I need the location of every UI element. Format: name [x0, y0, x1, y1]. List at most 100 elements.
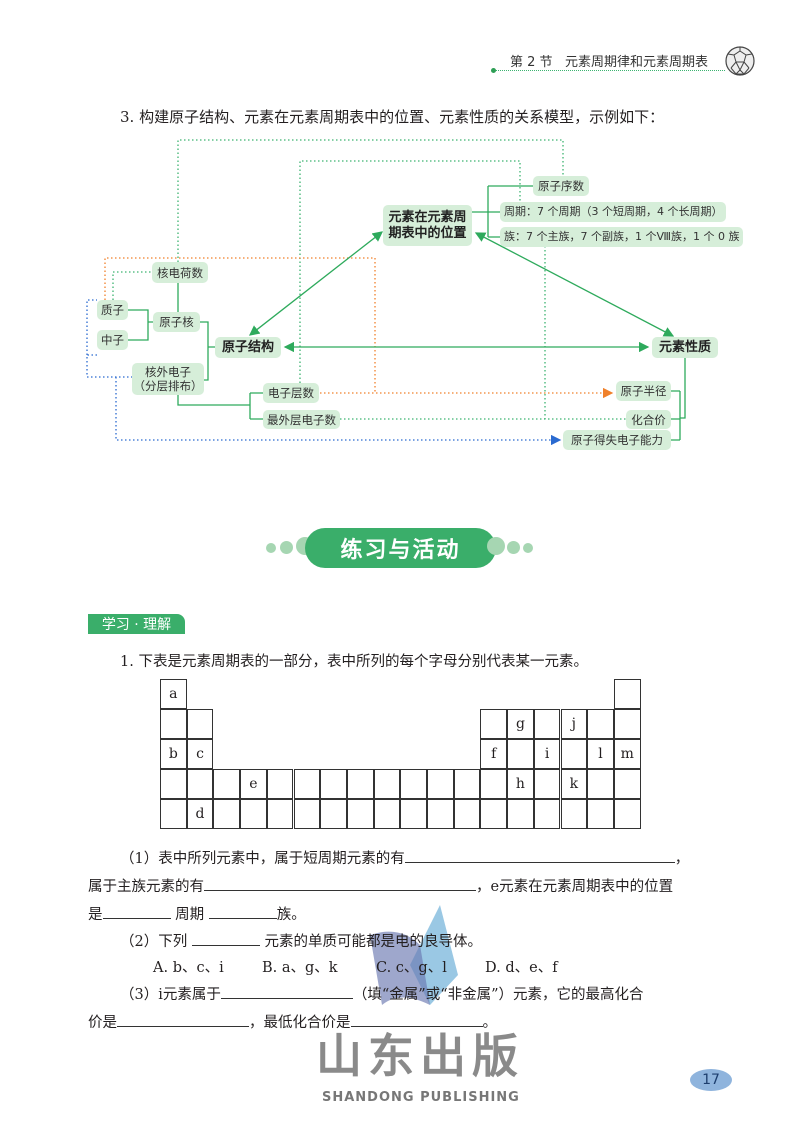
element-cell: [587, 769, 614, 799]
element-cell: [266, 769, 294, 799]
banner-dot: [266, 543, 276, 553]
answer-blank[interactable]: [102, 904, 171, 919]
answer-blank[interactable]: [350, 1012, 483, 1027]
element-cell-f: f: [480, 739, 508, 769]
banner-dot: [280, 541, 293, 554]
option-d[interactable]: D. d、e、f: [485, 960, 558, 976]
element-cell: [160, 799, 187, 829]
banner-dot: [507, 541, 520, 554]
element-cell: [533, 769, 561, 799]
section-banner: 练习与活动: [305, 528, 496, 568]
position-line1: 元素在元素周: [388, 209, 467, 225]
element-cell: [453, 799, 481, 829]
element-cell-i: i: [533, 739, 561, 769]
box-properties: 元素性质: [652, 337, 718, 358]
element-cell: [160, 769, 187, 799]
box-radius: 原子半径: [616, 381, 671, 401]
element-cell: [213, 769, 241, 799]
option-c[interactable]: C. c、g、l: [376, 960, 447, 976]
element-cell: [373, 799, 401, 829]
question-1-part-1b: 属于主族元素的有，e元素在元素周期表中的位置: [88, 875, 673, 896]
element-cell: [320, 799, 347, 829]
text: 周期: [175, 907, 205, 923]
element-cell: [266, 799, 294, 829]
box-atomic-structure: 原子结构: [215, 337, 281, 358]
text: 价是: [88, 1015, 117, 1031]
box-neutron: 中子: [97, 330, 128, 350]
option-a[interactable]: A. b、c、i: [153, 960, 224, 976]
answer-blank[interactable]: [204, 876, 476, 891]
banner-dot: [487, 537, 505, 555]
question-1-part-3a: （3）i元素属于（填“金属”或“非金属”）元素，它的最高化合: [120, 983, 644, 1004]
text: ，e元素在元素周期表中的位置: [476, 879, 674, 895]
element-cell: [613, 709, 641, 739]
element-cell-a: a: [160, 679, 187, 709]
element-cell: [293, 769, 321, 799]
question-1-part-3b: 价是，最低化合价是。: [88, 1011, 497, 1032]
element-cell-g: g: [507, 709, 534, 739]
position-line2: 期表中的位置: [388, 225, 467, 241]
element-cell: [213, 799, 241, 829]
electrons-line1: 核外电子: [145, 365, 191, 379]
element-cell: [240, 799, 267, 829]
tag-rule: [88, 633, 185, 634]
element-cell: [186, 769, 214, 799]
element-cell: [560, 739, 588, 769]
element-cell: [346, 769, 374, 799]
element-cell: [293, 799, 321, 829]
answer-blank[interactable]: [220, 984, 353, 999]
box-position: 元素在元素周期表中的位置: [383, 205, 472, 246]
fullerene-ball-icon: [725, 46, 755, 76]
box-nucleus: 原子核: [153, 312, 200, 332]
text: 族。: [276, 907, 306, 923]
box-period: 周期：7 个周期（3 个短周期，4 个长周期）: [500, 202, 727, 222]
publisher-book-watermark: [370, 905, 458, 1005]
box-atomic-number: 原子序数: [533, 176, 589, 196]
element-cell: [427, 799, 454, 829]
answer-blank[interactable]: [191, 931, 260, 946]
box-proton: 质子: [97, 300, 128, 320]
answer-blank[interactable]: [117, 1012, 249, 1027]
box-valence: 化合价: [626, 410, 671, 429]
element-cell: [533, 799, 561, 829]
element-cell-b: b: [160, 739, 187, 769]
element-cell-h: h: [507, 769, 534, 799]
element-cell-k: k: [560, 769, 588, 799]
element-cell-l: l: [587, 739, 614, 769]
element-cell: [160, 709, 187, 739]
element-cell: [587, 709, 614, 739]
question-1-part-1a: （1）表中所列元素中，属于短周期元素的有 ，: [120, 847, 689, 868]
header-dot: [491, 68, 496, 73]
box-nuclear-charge: 核电荷数: [152, 262, 208, 283]
element-cell: [613, 679, 641, 709]
element-cell: [587, 799, 614, 829]
element-cell: [480, 709, 508, 739]
category-tag: 学习 · 理解: [88, 614, 185, 633]
answer-blank[interactable]: [404, 848, 675, 863]
question-1-part-2: （2）下列 元素的单质可能都是电的良导体。: [120, 930, 482, 951]
option-b[interactable]: B. a、g、k: [262, 960, 338, 976]
intro-text: 3. 构建原子结构、元素在元素周期表中的位置、元素性质的关系模型，示例如下：: [120, 108, 665, 126]
text: ，: [674, 851, 690, 867]
element-cell: [453, 769, 481, 799]
text: （1）表中所列元素中，属于短周期元素的有: [120, 851, 405, 867]
element-cell: [533, 709, 561, 739]
element-cell: [480, 769, 508, 799]
box-outer-electrons: 最外层电子数: [263, 410, 340, 429]
element-cell-j: j: [560, 709, 588, 739]
answer-blank[interactable]: [208, 904, 277, 919]
header-rule: [493, 70, 725, 71]
element-cell: [480, 799, 508, 829]
question-1-stem: 1. 下表是元素周期表的一部分，表中所列的每个字母分别代表某一元素。: [120, 654, 588, 670]
box-shells: 电子层数: [263, 383, 319, 403]
element-cell: [400, 769, 427, 799]
box-electron-ability: 原子得失电子能力: [563, 430, 671, 450]
text: 元素的单质可能都是电的良导体。: [264, 934, 482, 950]
text: （2）下列: [120, 934, 188, 950]
element-cell-e: e: [240, 769, 267, 799]
publisher-logo-en: SHANDONG PUBLISHING: [322, 1090, 520, 1105]
element-cell: [400, 799, 427, 829]
box-group: 族：7 个主族，7 个副族，1 个Ⅷ族，1 个 0 族: [500, 227, 744, 247]
text: （填“金属”或“非金属”）元素，它的最高化合: [352, 987, 644, 1003]
